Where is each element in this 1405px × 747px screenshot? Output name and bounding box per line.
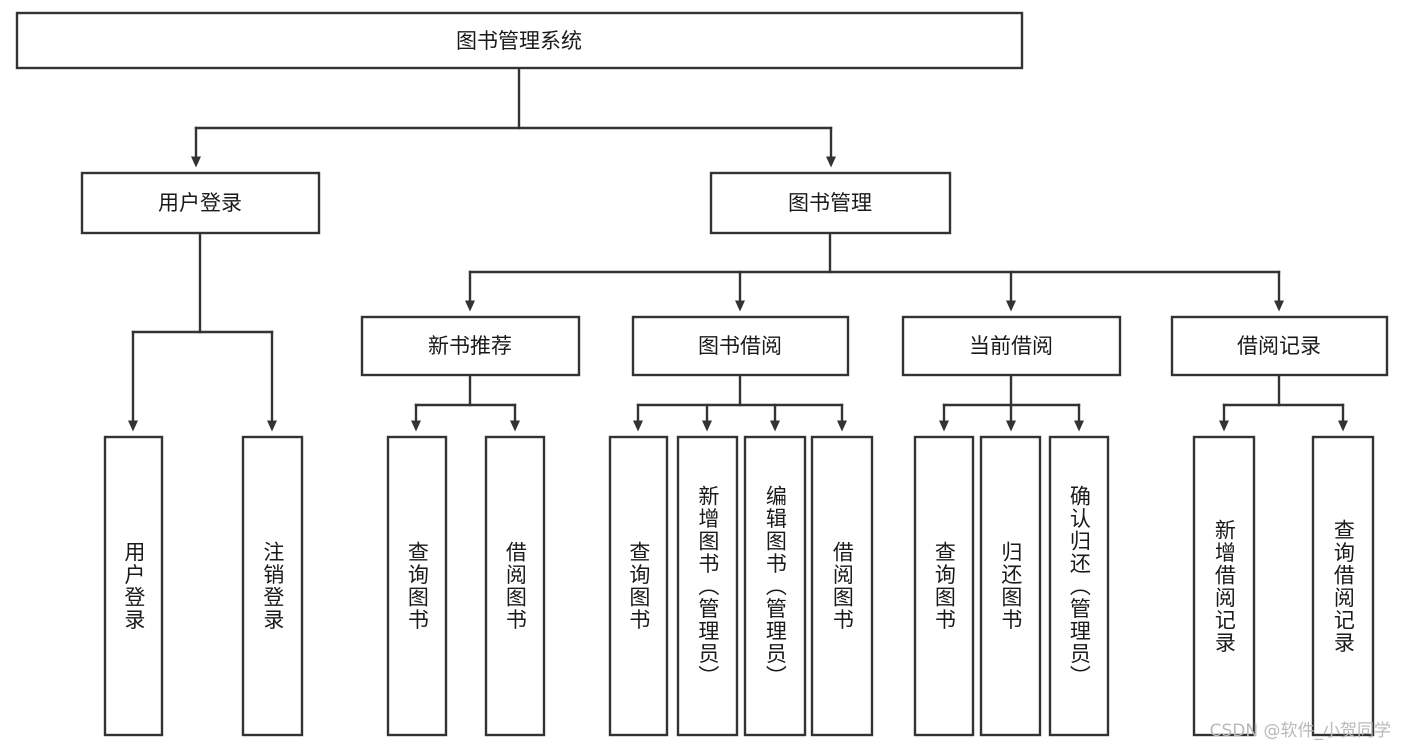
- node-current-borrow[interactable]: 当前借阅: [901, 315, 1122, 377]
- leaf-box[interactable]: [608, 435, 669, 737]
- watermark-text: CSDN @软件_小贺同学: [1209, 721, 1391, 741]
- node-current-borrow-label: 当前借阅: [969, 334, 1053, 358]
- connector-newbook-to-leaves: [411, 373, 520, 432]
- node-book-borrow-label: 图书借阅: [698, 334, 782, 358]
- leaf-box[interactable]: [979, 435, 1042, 737]
- node-new-book-recommend-label: 新书推荐: [428, 334, 512, 358]
- leaf-box[interactable]: [676, 435, 739, 737]
- leaf-box[interactable]: [241, 435, 304, 737]
- connector-record-to-leaves: [1219, 373, 1348, 432]
- leaf-box[interactable]: [1048, 435, 1110, 737]
- connector-bookmgmt-to-level3: [465, 231, 1284, 312]
- node-book-borrow[interactable]: 图书借阅: [631, 315, 850, 377]
- node-user-login-label: 用户登录: [158, 191, 242, 215]
- node-new-book-recommend[interactable]: 新书推荐: [360, 315, 581, 377]
- connector-root-to-level2: [191, 66, 836, 168]
- leaf-box[interactable]: [1311, 435, 1375, 737]
- connector-current-to-leaves: [939, 373, 1084, 432]
- node-borrow-record[interactable]: 借阅记录: [1170, 315, 1389, 377]
- leaf-box[interactable]: [103, 435, 164, 737]
- node-book-management-label: 图书管理: [788, 191, 872, 215]
- connector-userlogin-to-leaves: [128, 231, 277, 432]
- leaf-box[interactable]: [913, 435, 975, 737]
- node-user-login[interactable]: 用户登录: [80, 171, 321, 235]
- node-book-management[interactable]: 图书管理: [709, 171, 952, 235]
- leaf-box[interactable]: [810, 435, 874, 737]
- node-root[interactable]: 图书管理系统: [15, 11, 1024, 70]
- leaf-box[interactable]: [386, 435, 448, 737]
- connector-borrow-to-leaves: [633, 373, 847, 432]
- node-borrow-record-label: 借阅记录: [1237, 334, 1321, 358]
- node-root-label: 图书管理系统: [456, 29, 582, 53]
- leaf-box[interactable]: [1192, 435, 1256, 737]
- leaf-box[interactable]: [484, 435, 546, 737]
- leaf-boxes: [103, 435, 1375, 737]
- leaf-box[interactable]: [743, 435, 807, 737]
